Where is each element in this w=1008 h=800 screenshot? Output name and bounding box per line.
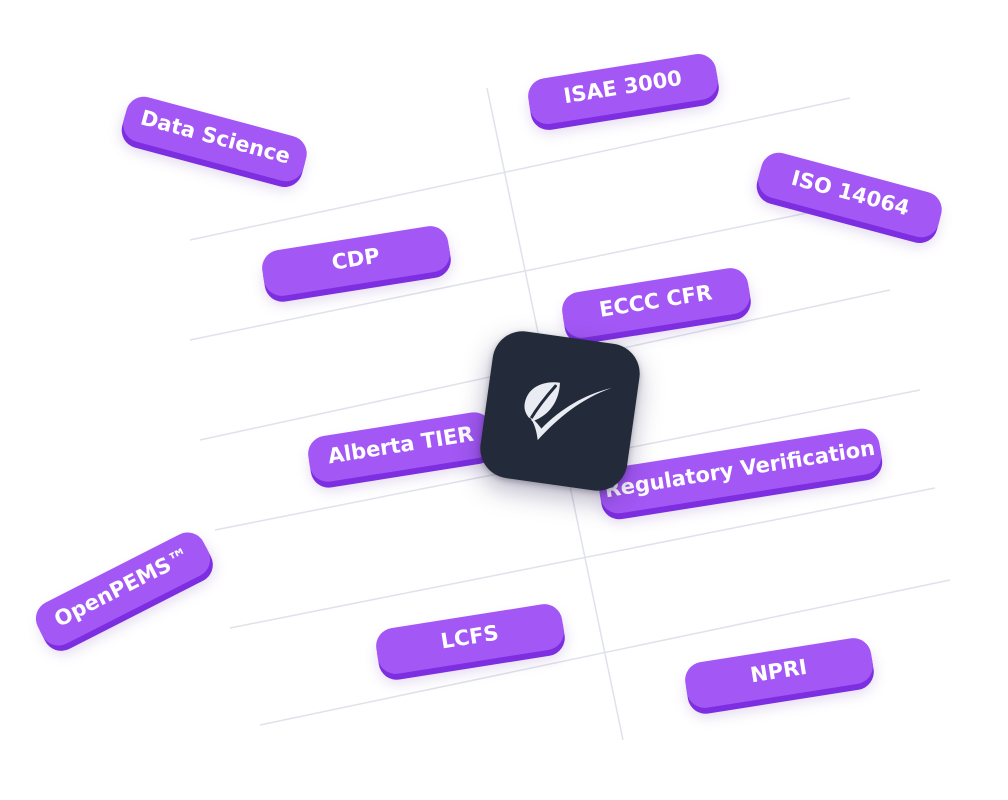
grid-line: [189, 199, 871, 341]
grid-line: [259, 579, 951, 726]
logo-tile: [476, 327, 644, 495]
grid-line: [229, 487, 936, 629]
grid-line: [189, 97, 851, 241]
leaf-check-icon: [524, 382, 612, 441]
